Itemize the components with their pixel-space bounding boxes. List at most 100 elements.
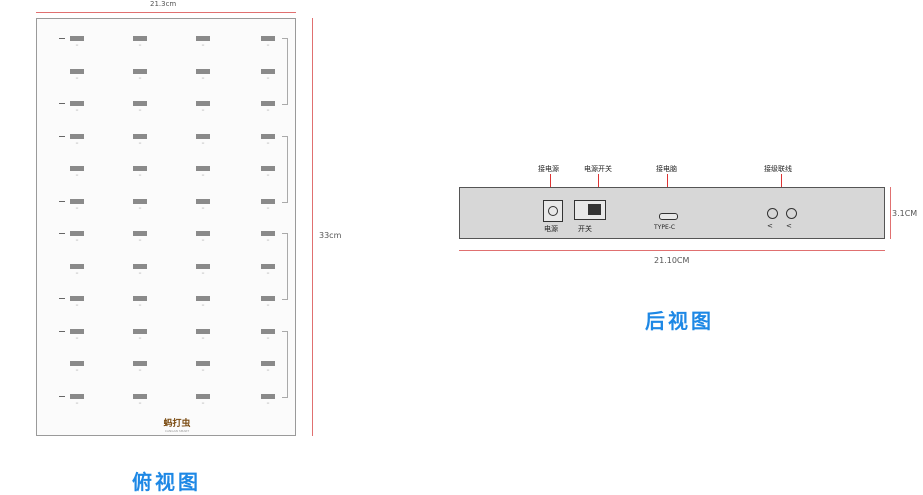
rear-width-label: 21.10CM	[654, 256, 690, 265]
port-slot-label: ▬	[138, 400, 142, 405]
port-slot	[196, 36, 210, 41]
port-slot-label: ▬	[75, 238, 79, 242]
port-slot-label: ▬	[138, 270, 142, 275]
port-slot-label: ▬	[201, 140, 205, 145]
rear-width-dimension-line	[459, 250, 885, 251]
port-slot-label: ▬	[201, 108, 205, 112]
port-slot	[196, 133, 210, 139]
rear-height-dimension-line	[890, 187, 891, 239]
port-slot	[70, 328, 84, 334]
port-slot	[70, 296, 84, 301]
port-slot	[261, 101, 275, 106]
group-tick	[59, 330, 65, 332]
port-slot-label: ▬	[138, 303, 142, 307]
port-slot	[133, 133, 147, 139]
port-slot	[70, 393, 84, 399]
port-slot-label: ▬	[75, 270, 79, 275]
port-slot	[196, 68, 210, 74]
port-slot	[261, 166, 275, 171]
brand-logo: 蚂打虫 CANGAN SMART	[147, 416, 207, 433]
port-slot-label: ▬	[266, 75, 270, 80]
port-slot	[133, 393, 147, 399]
port-slot	[133, 166, 147, 171]
port-slot-label: ▬	[201, 205, 205, 210]
port-slot-label: ▬	[75, 335, 79, 340]
port-slot-label: ▬	[201, 238, 205, 242]
power-jack	[543, 200, 563, 222]
port-slot	[261, 393, 275, 399]
port-slot	[196, 198, 210, 204]
port-slot-label: ▬	[75, 108, 79, 112]
port-slot	[133, 68, 147, 74]
power-switch	[574, 200, 606, 220]
typec-port-label: TYPE-C	[654, 224, 676, 231]
label-typec-input: 接电脑	[656, 165, 677, 173]
port-slot-label: ▬	[266, 108, 270, 112]
cascade-port-1	[767, 208, 778, 219]
port-slot	[261, 263, 275, 269]
port-slot	[133, 101, 147, 106]
rear-height-label: 3.1CM	[892, 209, 918, 218]
power-jack-hole	[548, 206, 558, 216]
port-slot	[70, 101, 84, 106]
port-slot-label: ▬	[138, 140, 142, 145]
port-slot	[70, 166, 84, 171]
logo-subtext: CANGAN SMART	[164, 429, 190, 433]
port-slot	[261, 328, 275, 334]
port-slot-label: ▬	[138, 238, 142, 242]
top-height-dimension-line	[312, 18, 313, 436]
logo-mark: 蚂打虫	[163, 419, 191, 429]
rear-view-panel: 电源 开关 TYPE-C < <	[459, 187, 885, 239]
typec-port	[659, 213, 678, 220]
group-bracket	[282, 38, 288, 105]
group-bracket	[282, 233, 288, 300]
port-slot	[196, 361, 210, 366]
port-slot-label: ▬	[266, 43, 270, 47]
port-slot-label: ▬	[266, 173, 270, 177]
port-slot-label: ▬	[266, 140, 270, 145]
top-width-label: 21.3cm	[150, 0, 177, 8]
port-slot	[70, 198, 84, 204]
port-slot-label: ▬	[75, 173, 79, 177]
port-slot-label: ▬	[201, 400, 205, 405]
power-switch-rocker	[588, 204, 601, 215]
port-slot-label: ▬	[138, 75, 142, 80]
top-view-panel: ▬▬▬▬▬▬▬▬▬▬▬▬▬▬▬▬▬▬▬▬▬▬▬▬▬▬▬▬▬▬▬▬▬▬▬▬▬▬▬▬…	[36, 18, 296, 436]
port-slot	[133, 328, 147, 334]
group-tick	[59, 135, 65, 137]
port-slot-label: ▬	[201, 303, 205, 307]
top-view-caption: 俯视图	[132, 470, 201, 494]
port-slot-label: ▬	[266, 303, 270, 307]
port-slot	[133, 198, 147, 204]
port-slot	[196, 296, 210, 301]
port-slot	[261, 133, 275, 139]
port-slot	[133, 36, 147, 41]
port-slot	[133, 263, 147, 269]
port-slot	[70, 263, 84, 269]
port-slot-label: ▬	[266, 270, 270, 275]
share-icon: <	[767, 222, 773, 230]
port-slot	[133, 296, 147, 301]
port-slot-label: ▬	[201, 75, 205, 80]
group-bracket	[282, 135, 288, 203]
port-slot	[196, 263, 210, 269]
port-slot	[196, 328, 210, 334]
group-bracket	[282, 330, 288, 398]
port-slot	[70, 361, 84, 366]
port-slot-label: ▬	[138, 108, 142, 112]
port-slot	[70, 231, 84, 236]
top-height-label: 33cm	[319, 231, 342, 240]
port-slot-label: ▬	[75, 368, 79, 372]
port-slot-label: ▬	[138, 368, 142, 372]
port-slot-label: ▬	[138, 205, 142, 210]
label-power-switch: 电源开关	[584, 165, 612, 173]
port-slot-label: ▬	[201, 335, 205, 340]
leader-line-power	[550, 174, 551, 198]
port-slot-label: ▬	[201, 270, 205, 275]
port-slot-label: ▬	[266, 205, 270, 210]
port-slot-label: ▬	[201, 173, 205, 177]
port-slot	[261, 68, 275, 74]
port-slot-label: ▬	[266, 238, 270, 242]
port-slot-label: ▬	[75, 75, 79, 80]
port-slot	[133, 361, 147, 366]
